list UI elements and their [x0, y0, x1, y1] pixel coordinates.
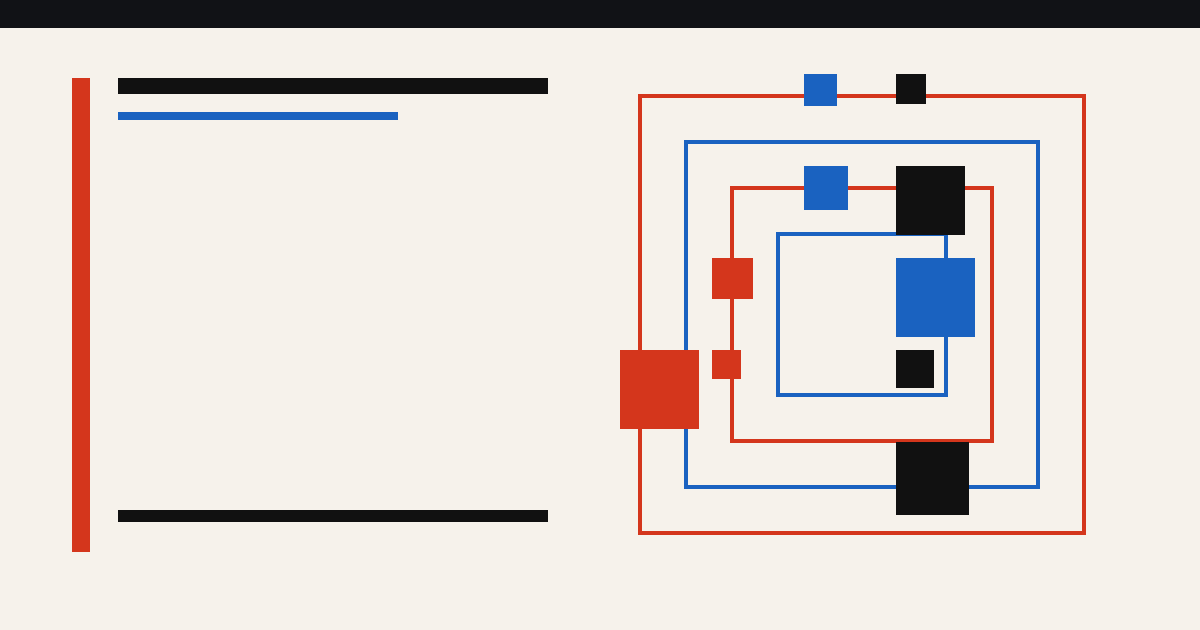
- red-block-middle-small: [712, 258, 753, 299]
- black-block-upper: [896, 166, 965, 235]
- blue-block-top: [804, 74, 837, 106]
- red-block-large: [620, 350, 699, 429]
- second-blue-frame: [684, 140, 1040, 489]
- outer-red-frame: [638, 94, 1086, 535]
- footer-placeholder-bar: [118, 510, 548, 522]
- accent-stripe: [72, 78, 90, 552]
- black-block-lower-small: [896, 350, 934, 388]
- blue-block-large: [896, 258, 975, 337]
- red-block-lower-small: [712, 350, 741, 379]
- subheadline-placeholder-bar: [118, 112, 398, 120]
- black-block-top: [896, 74, 926, 104]
- geometric-artwork: [620, 74, 1086, 535]
- top-bar: [0, 0, 1200, 28]
- third-red-frame: [730, 186, 994, 443]
- black-block-bottom: [896, 442, 969, 515]
- blue-block-upper: [804, 166, 848, 210]
- headline-placeholder-bar: [118, 78, 548, 94]
